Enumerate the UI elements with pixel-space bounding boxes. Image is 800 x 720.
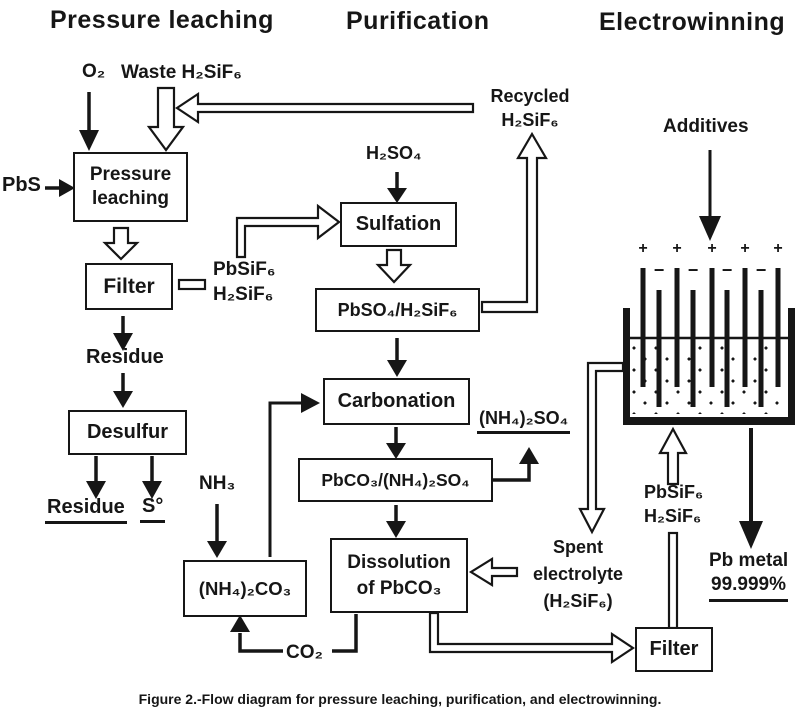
leach-filter-arrow <box>102 226 140 261</box>
waste-h2sif6-label: Waste H₂SiF₆ <box>121 62 242 83</box>
dissolution-filter-arrow <box>428 611 635 665</box>
pbco3-ammonium-sulfate-box: PbCO₃/(NH₄)₂SO₄ <box>298 458 493 502</box>
recycle-horizontal-arrow <box>175 91 475 125</box>
pbso4-h2sif6-box: PbSO₄/H₂SiF₆ <box>315 288 480 332</box>
filter-right-box: Filter <box>635 627 713 672</box>
pbs-label: PbS <box>2 174 41 196</box>
hollow-arrows <box>102 86 688 665</box>
sulfur-out-label: S° <box>140 495 166 523</box>
pbs-arrowhead <box>59 179 75 197</box>
anode-plus-sign: + <box>707 240 717 257</box>
h2sif6-right-label: H₂SiF₆ <box>644 506 702 526</box>
desulfur-box: Desulfur <box>68 410 187 455</box>
h2so4-label: H₂SO₄ <box>366 143 422 163</box>
pb-metal-label: Pb metal 99.999% <box>709 549 788 602</box>
filter-return-shaft <box>667 531 679 630</box>
ammonium-carbonate-box: (NH₄)₂CO₃ <box>183 560 307 617</box>
additives-label: Additives <box>663 116 749 137</box>
header-pressure-leaching: Pressure leaching <box>50 6 274 34</box>
anode-plus-sign: + <box>672 240 682 257</box>
carbonation-box: Carbonation <box>323 378 470 425</box>
residue-mid-label: Residue <box>86 346 164 368</box>
co2-line-left <box>238 633 283 653</box>
carbonate-carbonation-line <box>268 401 303 557</box>
ammonium-sulfate-arrow <box>493 463 531 482</box>
h2sif6-left-label: H₂SiF₆ <box>213 284 274 305</box>
waste-arrow <box>146 86 186 152</box>
sulfation-box: Sulfation <box>340 202 457 247</box>
tank-left-wall <box>623 308 630 425</box>
spent-electrolyte-label: Spent electrolyte (H₂SiF₆) <box>532 537 624 611</box>
cathode-minus-sign: − <box>653 260 665 280</box>
filter-stub <box>177 278 207 291</box>
spent-electrolyte-arrow <box>578 361 625 535</box>
sulfation-pbso4-arrow <box>375 248 413 284</box>
solid-arrows <box>45 92 763 653</box>
pbsif6-left-label: PbSiF₆ <box>213 259 276 280</box>
cathode-minus-sign: − <box>687 260 699 280</box>
pressure-leaching-box: Pressure leaching <box>73 152 188 222</box>
cathode-minus-sign: − <box>721 260 733 280</box>
nh3-label: NH₃ <box>199 473 236 494</box>
anode-plus-sign: + <box>773 240 783 257</box>
filtrate-sulfation-arrow <box>235 203 341 259</box>
dissolution-box: Dissolution of PbCO₃ <box>330 538 468 613</box>
anode-plus-sign: + <box>740 240 750 257</box>
spent-dissolution-arrow <box>468 557 519 587</box>
ammonium-sulfate-out-label: (NH₄)₂SO₄ <box>477 408 571 434</box>
co2-line-right <box>332 614 358 653</box>
o2-label: O₂ <box>82 61 106 82</box>
anode-plus-sign: + <box>638 240 648 257</box>
co2-label: CO₂ <box>286 642 323 663</box>
tank-bottom <box>623 417 795 425</box>
figure-caption: Figure 2.-Flow diagram for pressure leac… <box>138 691 662 707</box>
pbsif6-right-label: PbSiF₆ <box>644 482 704 502</box>
recycled-h2sif6-label: Recycled H₂SiF₆ <box>490 86 570 130</box>
residue-out-label: Residue <box>45 496 127 524</box>
electrolyte-dots <box>632 346 786 414</box>
filter-left-box: Filter <box>85 263 173 310</box>
electrolyte-tank-arrow <box>658 426 688 486</box>
tank-right-wall <box>788 308 795 425</box>
header-purification: Purification <box>346 7 490 35</box>
cathode-minus-sign: − <box>755 260 767 280</box>
o2-arrowhead <box>79 130 99 151</box>
header-electrowinning: Electrowinning <box>599 8 786 36</box>
pbso4-recycle-arrow <box>480 131 548 314</box>
